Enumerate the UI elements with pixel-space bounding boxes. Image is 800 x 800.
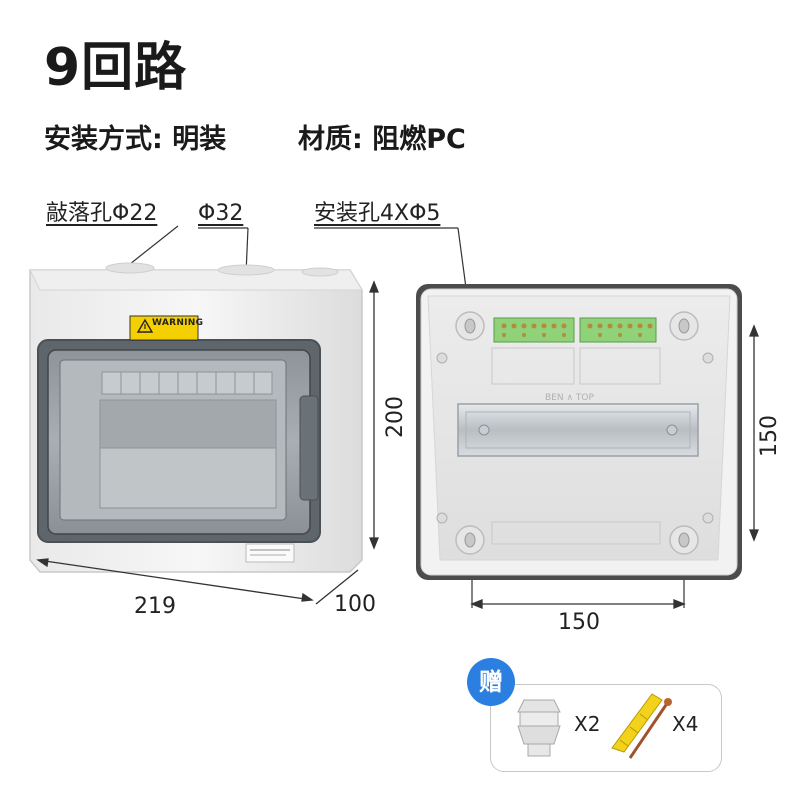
dim-depth: 100 xyxy=(334,592,376,617)
callout-mount-holes: 安装孔4XΦ5 xyxy=(314,201,441,226)
front-dimension-lines xyxy=(36,280,379,605)
callout-knockout: 敲落孔Φ22 xyxy=(46,201,158,226)
install-method: 安装方式: 明装 xyxy=(44,124,227,155)
callout-phi32: Φ32 xyxy=(198,201,244,226)
rail-embossed-text: BEN ∧ TOP xyxy=(545,393,594,403)
material: 材质: 阻燃PC xyxy=(298,124,466,155)
back-box: BEN ∧ TOP xyxy=(416,284,742,580)
warning-label: WARNING xyxy=(152,318,204,328)
dim-hole-vertical: 150 xyxy=(757,415,782,457)
dim-hole-horizontal: 150 xyxy=(558,610,600,635)
front-box xyxy=(29,262,363,573)
anchor-quantity: X4 xyxy=(672,712,699,736)
dim-height: 200 xyxy=(383,396,408,438)
terminal-blocks xyxy=(493,317,657,343)
breaker-slots xyxy=(99,371,277,509)
gift-tag-badge: 赠 xyxy=(467,658,515,706)
gland-quantity: X2 xyxy=(574,712,601,736)
page-title: 9回路 xyxy=(44,38,188,98)
back-dimension-lines xyxy=(470,324,759,609)
dim-width: 219 xyxy=(134,594,176,619)
